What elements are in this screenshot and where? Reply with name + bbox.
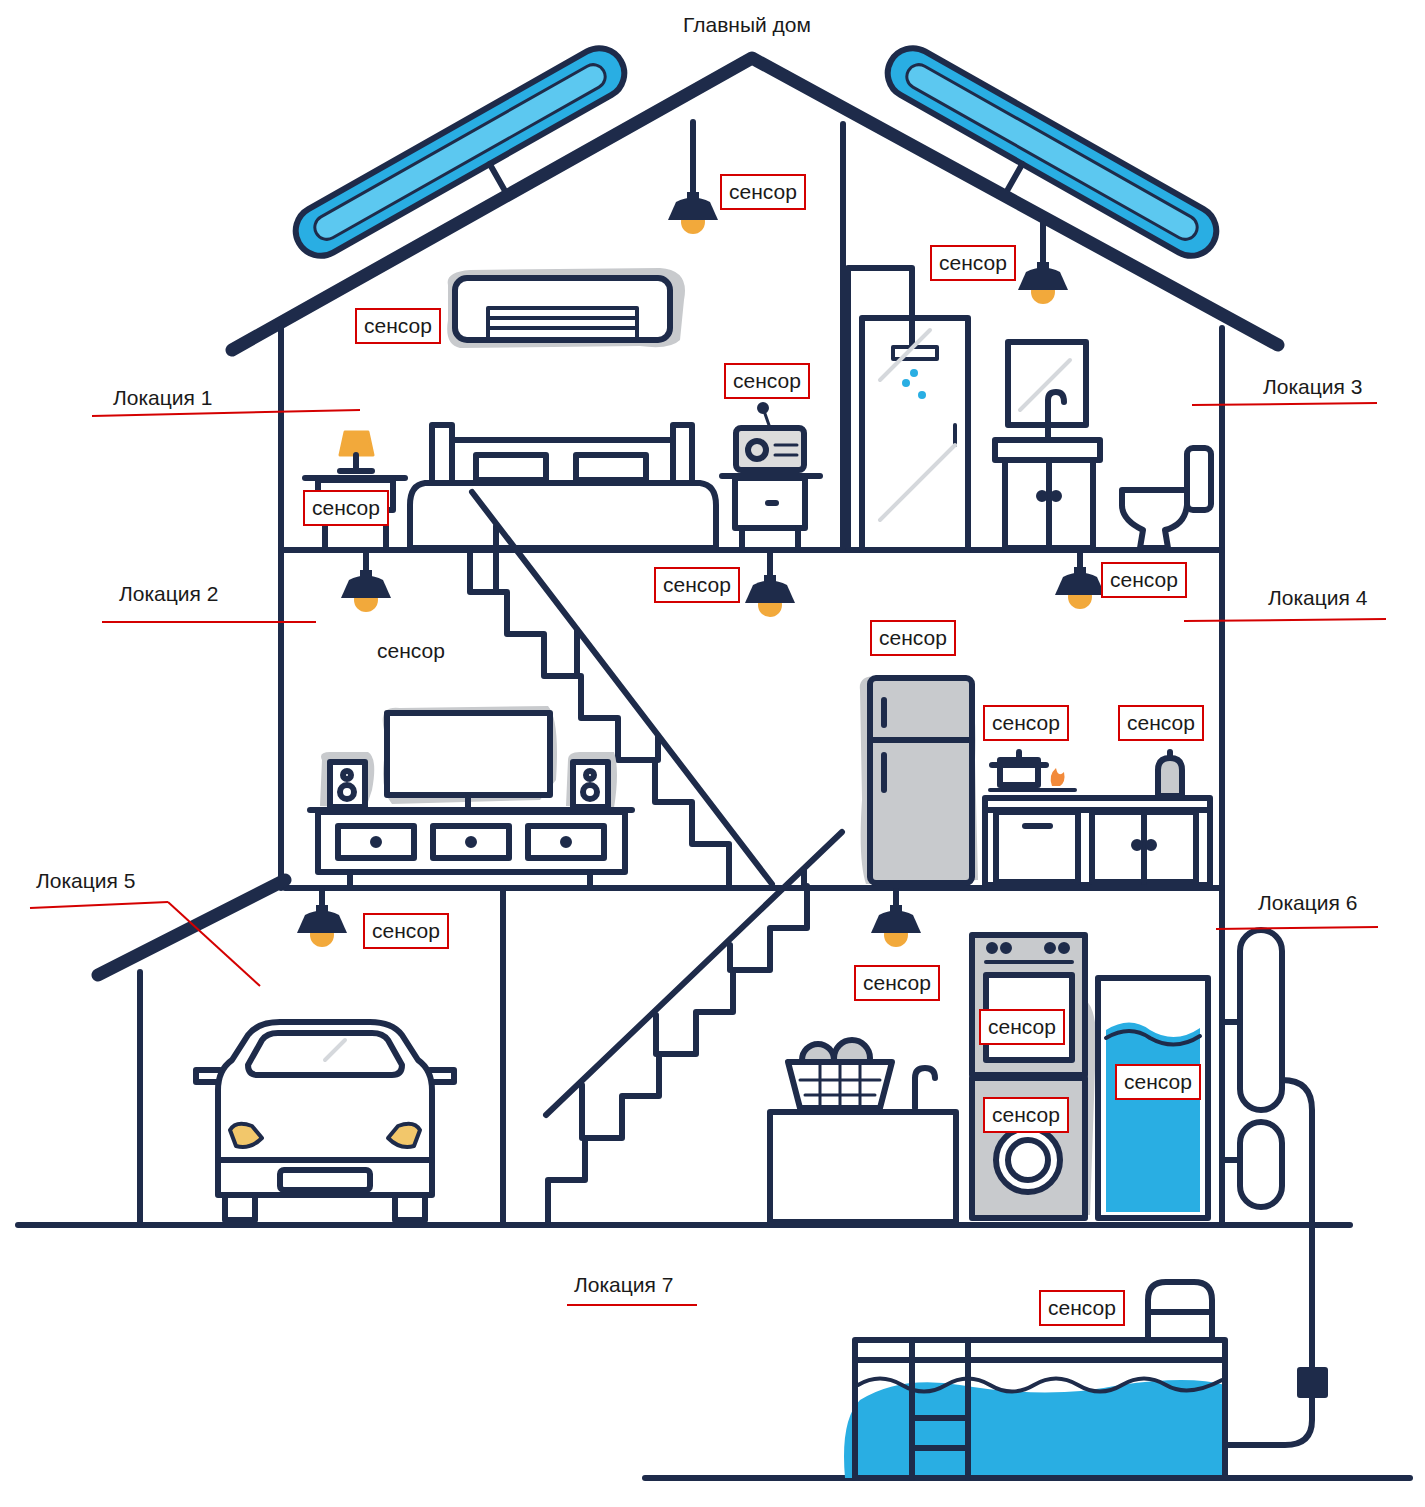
house-structure [18,39,1410,1478]
sensor-text: сенсор [939,250,1007,276]
location-label: Локация 6 [1256,890,1364,916]
sensor-text: сенсор [364,313,432,339]
sensor-text: сенсор [863,970,931,996]
diagram-title: Главный дом [681,12,817,38]
location-label: Локация 1 [111,385,219,411]
location-label: Локация 3 [1261,374,1369,400]
sensor-box: сенсор [983,705,1069,741]
sensor-text: сенсор [663,572,731,598]
sensor-box: сенсор [355,308,441,344]
sensor-box: сенсор [1118,705,1204,741]
sensor-box: сенсор [870,620,956,656]
sensor-text: сенсор [729,179,797,205]
sensor-text: сенсор [1127,710,1195,736]
location-label: Локация 7 [572,1272,680,1298]
sensor-box: сенсор [1101,562,1187,598]
sensor-text: сенсор [992,1102,1060,1128]
sensor-text: сенсор [1110,567,1178,593]
solar-panel [287,39,651,295]
sensor-box: сенсор [724,363,810,399]
sensor-box: сенсор [363,913,449,949]
sensor-text: сенсор [372,918,440,944]
sensor-box: сенсор [720,174,806,210]
sensor-text: сенсор [992,710,1060,736]
ceiling-lamps [297,192,1105,947]
sensor-text: сенсор [733,368,801,394]
sensor-box: сенсор [854,965,940,1001]
sensor-box: сенсор [1039,1290,1125,1326]
sensor-text: сенсор [1048,1295,1116,1321]
sensor-box: сенсор [654,567,740,603]
location-label: Локация 4 [1266,585,1374,611]
location-label: сенсор [375,638,451,664]
sensor-box: сенсор [930,245,1016,281]
sensor-text: сенсор [312,495,380,521]
solar-panel [861,39,1225,295]
sensor-text: сенсор [1124,1069,1192,1095]
location-underlines [30,403,1386,1305]
sensor-box: сенсор [1115,1064,1201,1100]
sensor-box: сенсор [979,1009,1065,1045]
sensor-box: сенсор [983,1097,1069,1133]
location-label: Локация 5 [34,868,142,894]
sensor-box: сенсор [303,490,389,526]
sensor-text: сенсор [988,1014,1056,1040]
location-label: Локация 2 [117,581,225,607]
sensor-text: сенсор [879,625,947,651]
